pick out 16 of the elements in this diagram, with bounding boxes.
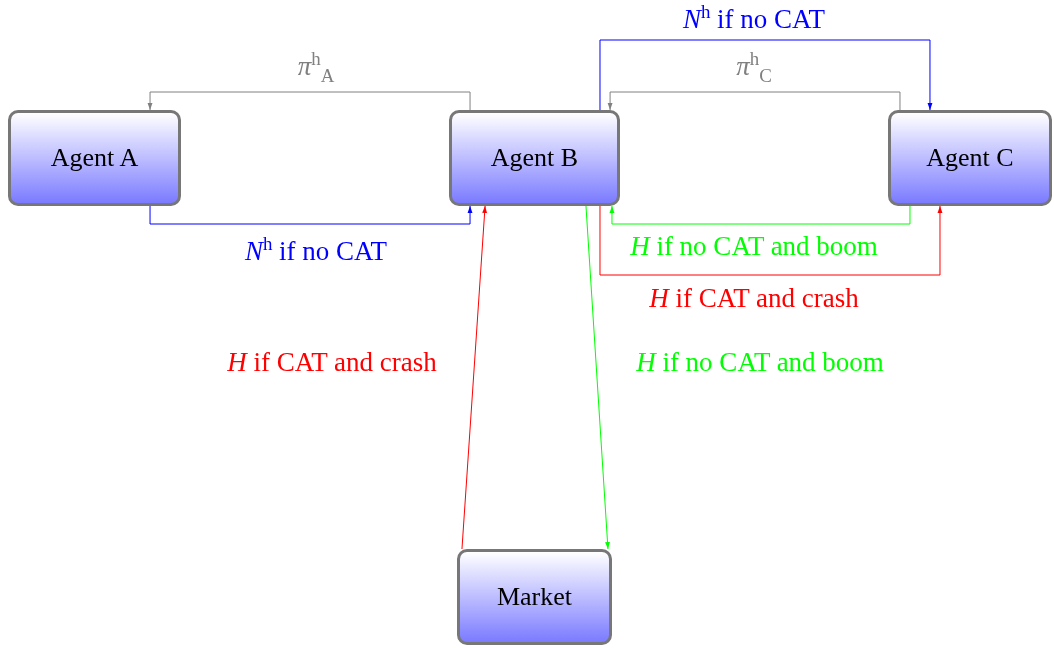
agent-box [888,110,1052,206]
node-label: Agent B [490,143,579,173]
node-label: Agent A [50,143,139,173]
arrow [607,91,901,111]
agent-box [457,549,612,645]
agent-box [449,110,620,206]
arrow [147,91,471,111]
arrow [599,205,943,276]
arrow [609,205,911,225]
arrow [149,205,473,225]
node-label: Market [496,582,573,612]
node-label: Agent C [926,143,1014,173]
arrow [461,205,488,550]
arrow [599,39,933,111]
arrow [585,205,610,550]
agent-box [8,110,181,206]
